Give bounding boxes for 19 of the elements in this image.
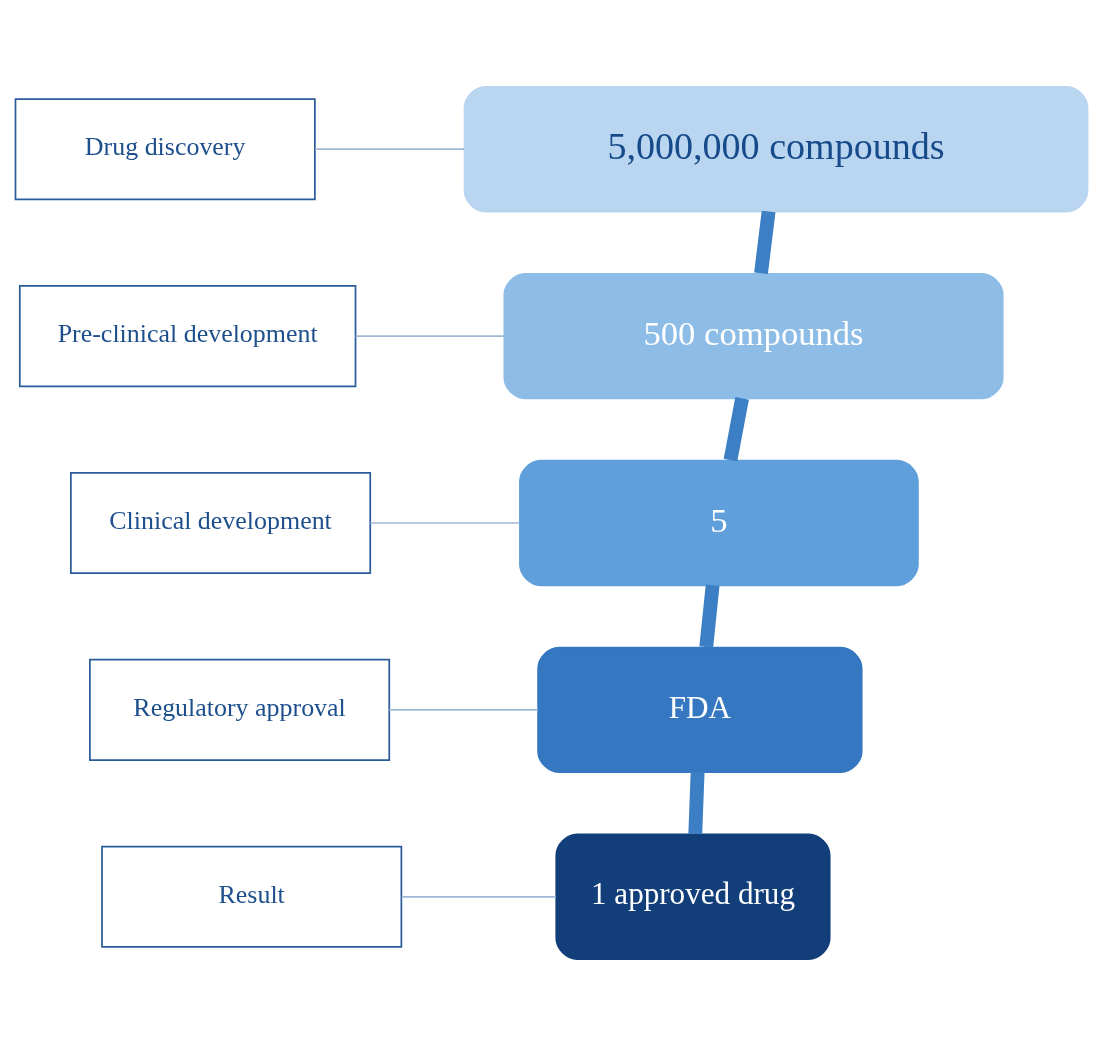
- node-box: 1 approved drug: [555, 833, 831, 960]
- node-box: Pre-clinical development: [18, 285, 357, 388]
- connector: [688, 771, 705, 835]
- node-box: Drug discovery: [14, 98, 316, 201]
- connector: [754, 210, 776, 275]
- connector: [314, 148, 466, 151]
- connector: [723, 397, 749, 462]
- node-box: Result: [101, 845, 403, 948]
- node-box: FDA: [537, 646, 863, 774]
- connector: [369, 522, 521, 524]
- connector: [699, 584, 720, 648]
- node-box: Clinical development: [70, 471, 372, 575]
- node-box: 5,000,000 compounds: [463, 86, 1089, 213]
- connector: [388, 709, 539, 711]
- node-box: 5: [519, 459, 919, 587]
- node-box: Regulatory approval: [89, 658, 391, 761]
- connector: [354, 335, 505, 337]
- node-box: 500 compounds: [503, 272, 1004, 400]
- connector: [400, 895, 557, 898]
